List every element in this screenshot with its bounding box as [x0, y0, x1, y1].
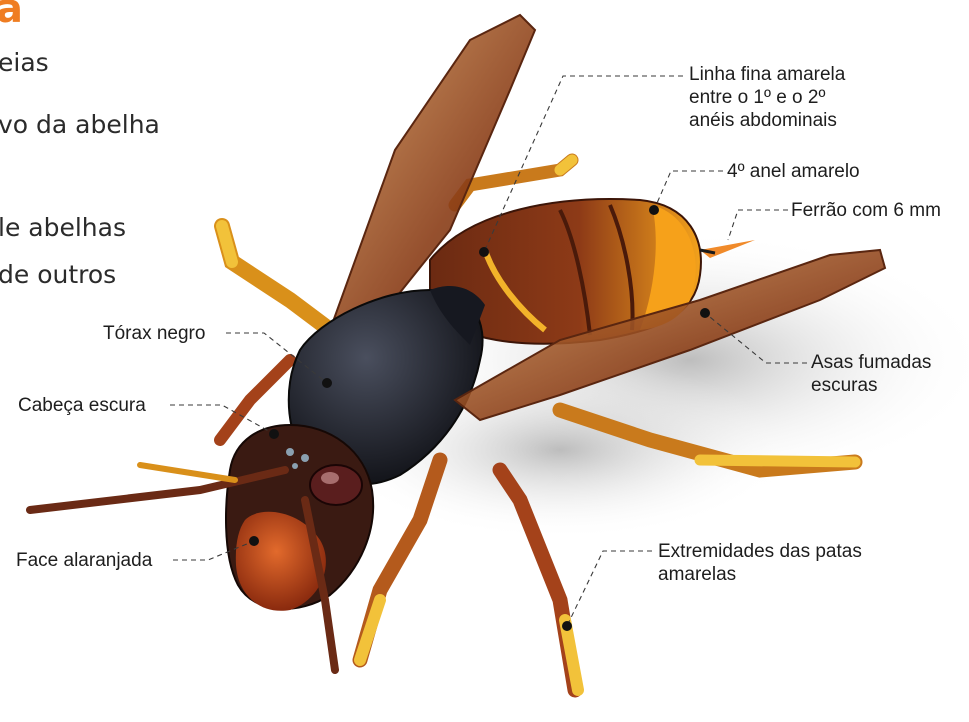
callout-orange-face: Face alaranjada — [16, 549, 152, 572]
head — [226, 425, 373, 611]
callout-smoky-wings-2: escuras — [811, 374, 931, 397]
callout-smoky-wings-1: Asas fumadas — [811, 351, 931, 374]
callout-black-thorax: Tórax negro — [103, 322, 205, 345]
callout-yellow-legs-1: Extremidades das patas — [658, 540, 862, 563]
callout-yellow-legs: Extremidades das patas amarelas — [658, 540, 862, 586]
callout-fourth-ring: 4º anel amarelo — [727, 160, 860, 183]
callout-smoky-wings: Asas fumadas escuras — [811, 351, 931, 397]
callout-thin-yellow-line-3: anéis abdominais — [689, 109, 845, 132]
callout-stinger: Ferrão com 6 mm — [791, 199, 941, 222]
callout-thin-yellow-line: Linha fina amarela entre o 1º e o 2º ané… — [689, 63, 845, 132]
callout-yellow-legs-2: amarelas — [658, 563, 862, 586]
callout-thin-yellow-line-2: entre o 1º e o 2º — [689, 86, 845, 109]
callout-thin-yellow-line-1: Linha fina amarela — [689, 63, 845, 86]
callout-dark-head: Cabeça escura — [18, 394, 146, 417]
